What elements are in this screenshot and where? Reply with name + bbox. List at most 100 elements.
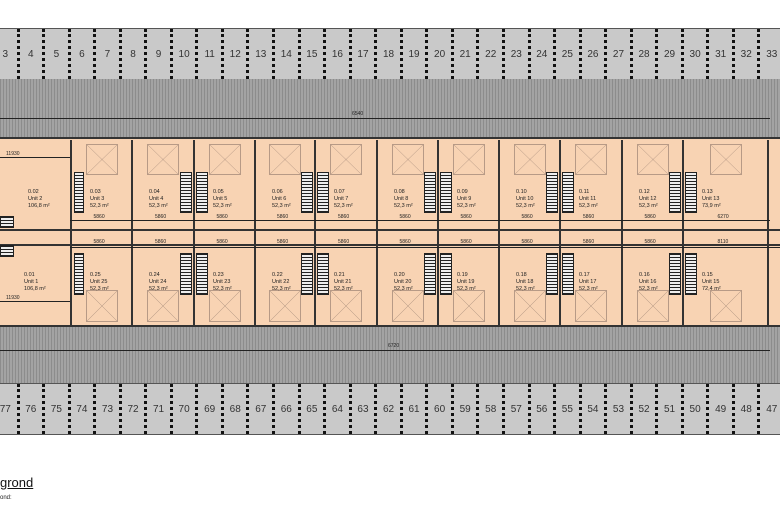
unit-area: 52,3 m² <box>334 203 353 209</box>
staircase <box>546 172 558 213</box>
unit-area: 52,3 m² <box>516 203 535 209</box>
parking-space: 48 <box>735 384 761 434</box>
parking-space: 71 <box>147 384 173 434</box>
parking-space: 64 <box>326 384 352 434</box>
parking-space: 69 <box>198 384 224 434</box>
parking-space: 51 <box>658 384 684 434</box>
dimension-lower-unit: 5860 <box>338 239 350 245</box>
unit-area: 52,3 m² <box>457 203 476 209</box>
unit-wall <box>70 140 72 325</box>
parking-space: 27 <box>607 29 633 79</box>
dimension-line-top <box>0 118 770 119</box>
parking-space: 52 <box>633 384 659 434</box>
parking-space: 54 <box>582 384 608 434</box>
loading-area <box>147 290 179 322</box>
dimension-upper-unit: 5860 <box>644 214 656 220</box>
unit-area: 72,4 m² <box>702 286 721 292</box>
unit-wall <box>498 140 500 325</box>
dimension-upper-unit: 5860 <box>399 214 411 220</box>
loading-area <box>636 290 669 322</box>
unit-area: 52,3 m² <box>579 203 598 209</box>
unit-area: 52,3 m² <box>334 286 353 292</box>
unit-code: 0.06 <box>272 189 283 195</box>
parking-space: 56 <box>531 384 557 434</box>
dimension-line-bottom <box>0 350 770 351</box>
parking-space: 9 <box>147 29 173 79</box>
unit-code: 0.23 <box>213 272 224 278</box>
unit-name: Unit 5 <box>213 196 228 202</box>
dimension-line <box>70 220 770 221</box>
dimension-lower-unit: 5860 <box>277 239 289 245</box>
corridor-wall <box>0 244 780 246</box>
unit-code: 0.07 <box>334 189 345 195</box>
unit-wall <box>376 140 378 325</box>
dimension-lower-unit: 5860 <box>399 239 411 245</box>
unit-code: 0.02 <box>28 189 39 195</box>
parking-space: 6 <box>71 29 97 79</box>
unit-name: Unit 13 <box>702 196 720 202</box>
unit-area: 52,3 m² <box>90 203 109 209</box>
staircase <box>180 253 192 295</box>
unit-code: 0.01 <box>24 272 35 278</box>
road-bottom <box>0 327 780 383</box>
dimension-upper-unit: 6270 <box>717 214 729 220</box>
unit-code: 0.05 <box>213 189 224 195</box>
unit-name: Unit 16 <box>639 279 657 285</box>
dimension-left-lower: 11930 <box>6 295 20 301</box>
dimension-line <box>0 157 70 158</box>
parking-space: 75 <box>45 384 71 434</box>
parking-space: 70 <box>173 384 199 434</box>
unit-code: 0.15 <box>702 272 713 278</box>
dimension-upper-unit: 5860 <box>155 214 167 220</box>
drawing-subtitle: ond: <box>0 495 12 501</box>
parking-space: 4 <box>20 29 46 79</box>
staircase <box>196 172 208 213</box>
staircase <box>685 253 697 295</box>
road-top <box>0 79 780 137</box>
parking-space: 19 <box>403 29 429 79</box>
parking-space: 57 <box>505 384 531 434</box>
unit-area: 52,3 m² <box>149 203 168 209</box>
unit-code: 0.09 <box>457 189 468 195</box>
unit-area: 106,8 m² <box>28 203 50 209</box>
unit-code: 0.16 <box>639 272 650 278</box>
loading-area <box>709 290 742 322</box>
unit-wall <box>621 140 623 325</box>
staircase <box>685 172 697 213</box>
unit-name: Unit 10 <box>516 196 534 202</box>
unit-code: 0.18 <box>516 272 527 278</box>
unit-name: Unit 20 <box>394 279 412 285</box>
staircase <box>440 172 452 213</box>
dimension-lower-unit: 5860 <box>644 239 656 245</box>
parking-space: 59 <box>454 384 480 434</box>
parking-space: 26 <box>582 29 608 79</box>
parking-space: 68 <box>224 384 250 434</box>
unit-area: 52,3 m² <box>272 203 291 209</box>
dimension-top-road: 6540 <box>352 111 364 117</box>
staircase <box>669 172 681 213</box>
parking-space: 49 <box>709 384 735 434</box>
loading-area <box>208 290 241 322</box>
unit-name: Unit 19 <box>457 279 475 285</box>
unit-name: Unit 21 <box>334 279 352 285</box>
unit-code: 0.08 <box>394 189 405 195</box>
unit-wall <box>682 140 684 325</box>
dimension-lower-unit: 5860 <box>93 239 105 245</box>
unit-code: 0.13 <box>702 189 713 195</box>
unit-wall <box>437 140 439 325</box>
